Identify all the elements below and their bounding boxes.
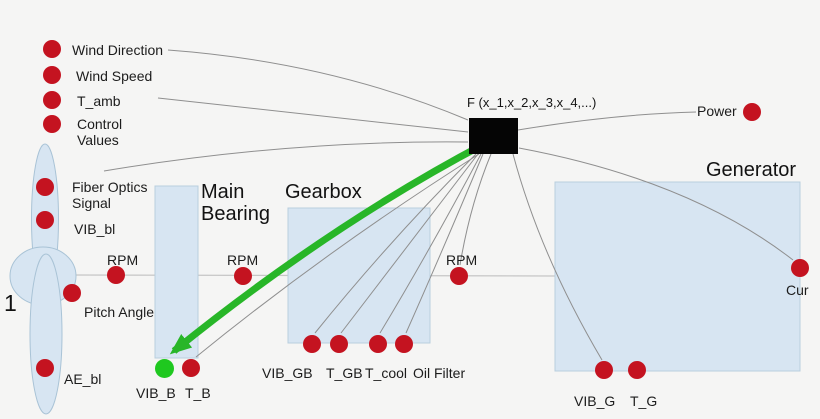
control-values-dot — [43, 115, 61, 133]
pitch-angle-label: Pitch Angle — [84, 304, 155, 320]
t-gb-dot — [330, 335, 348, 353]
function-block — [469, 118, 518, 154]
rpm-bearing-dot — [234, 267, 252, 285]
t-gb-label: T_GB — [326, 365, 363, 381]
cur-label: Cur — [786, 282, 809, 298]
main-bearing-box — [154, 185, 199, 359]
t-b-dot — [182, 359, 200, 377]
pitch-angle-dot — [63, 284, 81, 302]
fiber-optics-label: Fiber Optics Signal — [72, 179, 148, 212]
vib-bl-dot — [36, 211, 54, 229]
line-f-to-t-gb — [340, 153, 479, 334]
wind-direction-dot — [43, 40, 61, 58]
control-values-label: Control Values — [77, 116, 123, 149]
line-f-to-power — [517, 111, 697, 131]
line-f-to-rpm3 — [459, 153, 492, 266]
main-bearing-title: Main Bearing — [201, 181, 270, 226]
cur-dot — [791, 259, 809, 277]
vib-b-dot — [155, 359, 174, 378]
vib-gb-dot — [303, 335, 321, 353]
t-cool-label: T_cool — [365, 365, 408, 381]
line-wind-direction-to-f — [167, 49, 469, 121]
rpm-gearbox-label: RPM — [446, 252, 478, 268]
vib-bl-label: VIB_bl — [74, 221, 116, 237]
t-g-label: T_G — [630, 393, 658, 409]
line-f-to-vib-gb — [314, 153, 477, 334]
function-block-label: F (x_1,x_2,x_3,x_4,...) — [467, 95, 597, 110]
wind-speed-dot — [43, 66, 61, 84]
generator-title: Generator — [706, 159, 797, 181]
oil-filter-dot — [395, 335, 413, 353]
ae-bl-dot — [36, 359, 54, 377]
rpm-bearing-label: RPM — [227, 252, 259, 268]
vib-g-label: VIB_G — [574, 393, 616, 409]
line-f-to-vib-g — [512, 153, 603, 361]
ae-bl-label: AE_bl — [64, 371, 102, 387]
t-amb-dot — [43, 91, 61, 109]
t-g-dot — [628, 361, 646, 379]
gearbox-title: Gearbox — [285, 181, 362, 203]
fiber-optics-dot — [36, 178, 54, 196]
generator-box — [554, 181, 801, 372]
power-dot — [743, 103, 761, 121]
power-label: Power — [697, 103, 737, 119]
t-cool-dot — [369, 335, 387, 353]
left-edge-character: 1 — [4, 290, 17, 316]
line-fiber-optics-to-f — [103, 141, 469, 172]
t-amb-label: T_amb — [77, 93, 121, 109]
rotor-blade-lower — [29, 253, 63, 415]
gearbox-box — [287, 207, 431, 344]
rpm-rotor-dot — [107, 266, 125, 284]
rpm-rotor-label: RPM — [107, 252, 139, 268]
wind-direction-label: Wind Direction — [72, 42, 164, 58]
vib-b-label: VIB_B — [136, 385, 176, 401]
line-f-to-t-b — [195, 153, 480, 358]
t-b-label: T_B — [185, 385, 211, 401]
line-t-amb-to-f — [157, 97, 469, 133]
line-f-to-t-cool — [379, 153, 482, 334]
highlight-arrow — [169, 139, 488, 355]
line-f-to-cur — [518, 147, 794, 261]
oil-filter-label: Oil Filter — [413, 365, 466, 381]
rpm-gearbox-dot — [450, 267, 468, 285]
line-f-to-oil-filter — [405, 153, 484, 334]
vib-g-dot — [595, 361, 613, 379]
wind-speed-label: Wind Speed — [76, 68, 153, 84]
vib-gb-label: VIB_GB — [262, 365, 313, 381]
connector-lines — [103, 49, 794, 361]
